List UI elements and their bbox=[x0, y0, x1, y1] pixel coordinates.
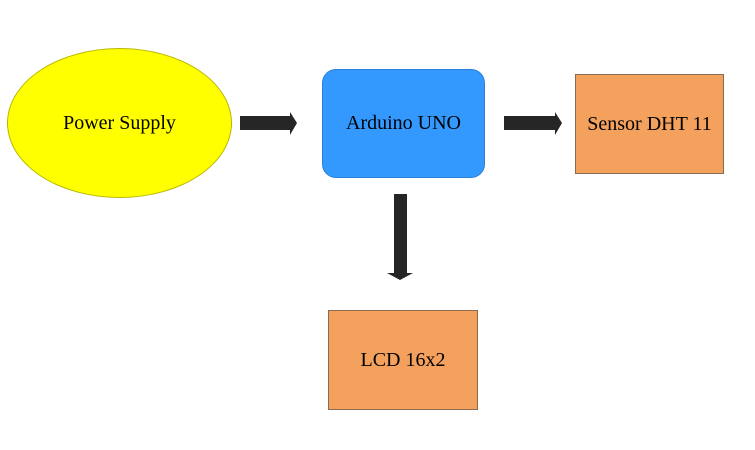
arduino-uno-node: Arduino UNO bbox=[322, 69, 485, 178]
arrow-arduino-to-lcd bbox=[387, 194, 413, 280]
sensor-dht11-label: Sensor DHT 11 bbox=[587, 112, 712, 135]
power-supply-label: Power Supply bbox=[63, 111, 176, 134]
lcd-16x2-label: LCD 16x2 bbox=[360, 348, 446, 371]
arrow-power-to-arduino bbox=[240, 112, 297, 135]
arrow-arduino-to-sensor bbox=[504, 112, 562, 135]
arduino-uno-label: Arduino UNO bbox=[346, 112, 461, 134]
power-supply-node: Power Supply bbox=[7, 48, 232, 198]
lcd-16x2-node: LCD 16x2 bbox=[328, 310, 478, 410]
sensor-dht11-node: Sensor DHT 11 bbox=[575, 74, 724, 174]
